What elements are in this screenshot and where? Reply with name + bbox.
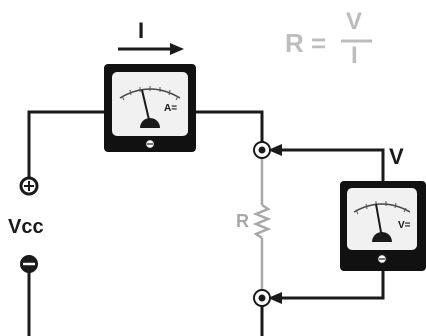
negative-terminal-icon [20,255,38,273]
current-arrow [118,43,184,55]
wires [27,110,385,336]
voltmeter-label: V [389,144,404,169]
voltmeter-dial-label: V= [398,220,411,231]
junction-top [253,141,271,159]
resistor-label: R [236,211,249,231]
lead-arrow-top [268,144,282,156]
formula-denominator: I [351,42,358,69]
supply-label: Vcc [8,216,44,238]
formula-lhs: R = [285,28,327,58]
ammeter-dial-label: A= [164,103,178,114]
positive-terminal-icon [19,176,39,196]
voltmeter [340,181,426,271]
current-label: I [138,18,145,43]
formula-numerator: V [346,8,363,35]
lead-arrow-bottom [268,292,282,304]
junction-bottom [253,289,271,307]
resistor-branch [252,157,272,289]
ammeter [104,64,196,152]
